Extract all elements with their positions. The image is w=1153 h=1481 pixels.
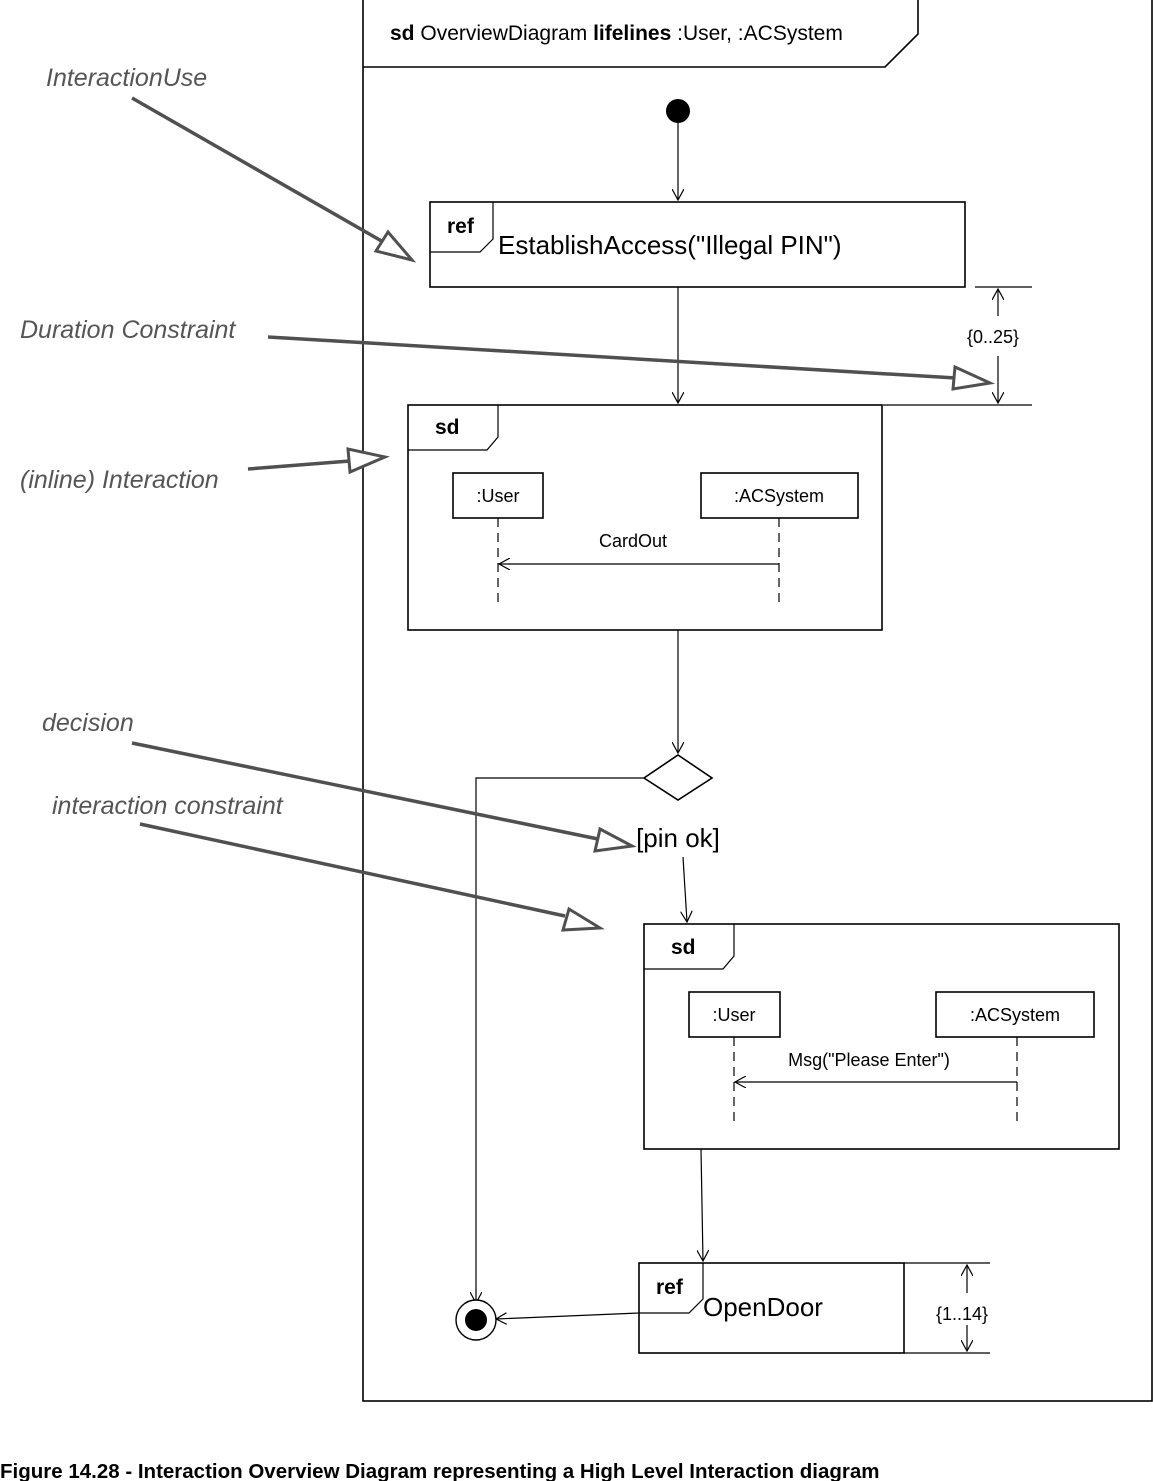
sd1-lifeline-user-label: :User — [476, 486, 519, 506]
frame-title: sd OverviewDiagram lifelines :User, :ACS… — [390, 22, 843, 45]
annotation-inline-interaction-head — [346, 447, 390, 475]
ref-establish-access-keyword: ref — [447, 215, 475, 238]
ref-open-door-tab — [639, 1263, 704, 1314]
annotation-interaction-use-line — [131, 96, 386, 245]
annotation-inline-interaction-line — [247, 459, 351, 471]
annotation-interaction-use: InteractionUse — [46, 64, 207, 92]
annotation-interaction-constraint: interaction constraint — [52, 792, 284, 820]
final-node-dot — [465, 1309, 487, 1331]
overview-frame-tab — [363, 0, 919, 68]
figure-caption: Figure 14.28 - Interaction Overview Diag… — [0, 1460, 880, 1481]
annotation-duration-constraint: Duration Constraint — [20, 316, 236, 344]
annotation-duration-constraint-head — [951, 364, 996, 391]
sd1-lifeline-acsystem-label: :ACSystem — [734, 486, 824, 506]
annotation-interaction-use-head — [373, 229, 417, 263]
sd2-lifeline-user-label: :User — [712, 1005, 755, 1025]
duration2-label: {1..14} — [936, 1304, 988, 1324]
sd2-lifeline-acsystem-head — [935, 991, 1095, 1038]
sd1-message-label: CardOut — [599, 531, 667, 551]
inline-interaction-2-keyword: sd — [671, 936, 696, 959]
ref-establish-access-tab — [430, 202, 494, 253]
flow-sd2-to-ref2 — [701, 1148, 703, 1261]
annotation-duration-constraint-line — [267, 335, 957, 380]
sd1-lifeline-user-head — [452, 472, 544, 519]
decision-node — [642, 754, 714, 801]
inline-interaction-2-tab — [644, 924, 735, 970]
sd2-message-label: Msg("Please Enter") — [788, 1050, 950, 1070]
ref-open-door-label: OpenDoor — [703, 1292, 823, 1322]
ref-establish-access-label: EstablishAccess("Illegal PIN") — [498, 230, 842, 260]
ref-establish-access — [429, 201, 966, 288]
ref-open-door-keyword: ref — [656, 1276, 684, 1299]
flow-decision-to-sd2 — [683, 856, 687, 922]
annotation-decision: decision — [42, 709, 134, 737]
ref-open-door — [638, 1262, 905, 1354]
annotation-decision-line — [131, 741, 599, 841]
initial-node — [666, 99, 690, 123]
annotation-inline-interaction: (inline) Interaction — [20, 466, 219, 494]
annotation-interaction-constraint-head — [560, 906, 605, 932]
inline-interaction-1-tab — [408, 405, 499, 451]
annotation-decision-head — [593, 826, 637, 853]
inline-interaction-1-keyword: sd — [435, 416, 460, 439]
guard-label: [pin ok] — [636, 823, 720, 853]
flow-ref2-to-final — [496, 1312, 640, 1319]
sd2-lifeline-acsystem-label: :ACSystem — [970, 1005, 1060, 1025]
annotation-interaction-constraint-line — [139, 822, 566, 918]
duration1-label: {0..25} — [967, 327, 1019, 347]
flow-decision-to-final — [476, 777, 644, 1303]
